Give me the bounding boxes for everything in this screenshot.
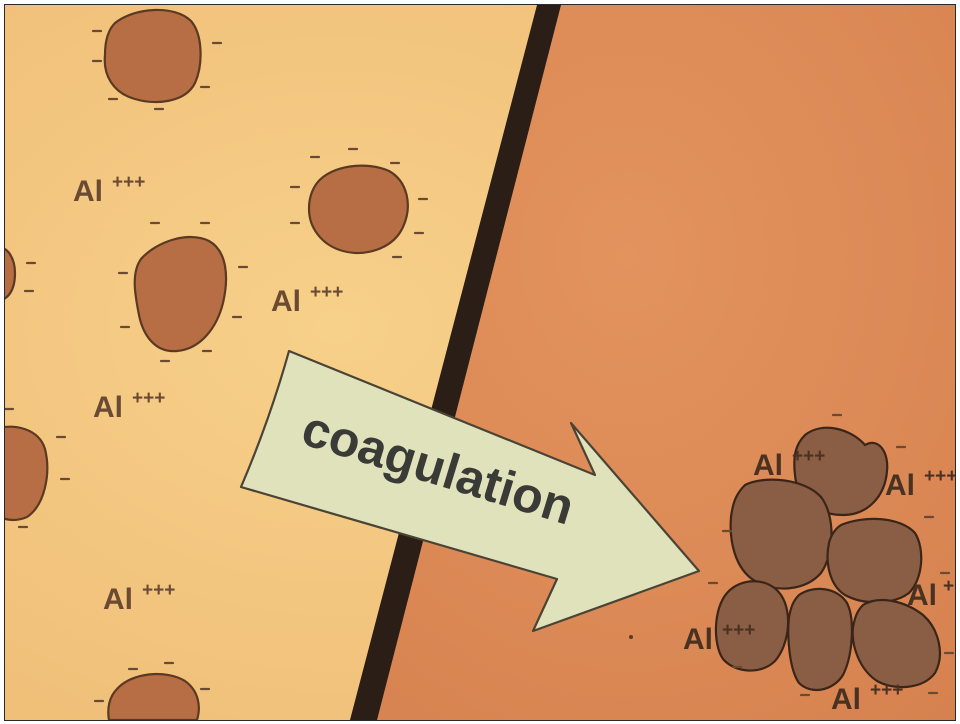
coagulation-diagram: Al +++ Al +++ Al +++ Al +++ coagulation … bbox=[4, 4, 956, 721]
svg-text:Al: Al bbox=[73, 175, 103, 208]
diagram-canvas: Al +++ Al +++ Al +++ Al +++ coagulation … bbox=[5, 5, 955, 720]
svg-text:Al: Al bbox=[885, 469, 915, 502]
svg-text:+++: +++ bbox=[132, 388, 165, 409]
svg-text:Al: Al bbox=[93, 391, 123, 424]
svg-text:+++: +++ bbox=[310, 282, 343, 303]
svg-text:Al: Al bbox=[753, 449, 783, 482]
speck bbox=[629, 635, 633, 639]
svg-text:+++: +++ bbox=[870, 680, 903, 701]
svg-text:+++: +++ bbox=[142, 580, 175, 601]
svg-text:Al: Al bbox=[683, 623, 713, 656]
svg-text:Al: Al bbox=[103, 583, 133, 616]
svg-text:+++: +++ bbox=[112, 172, 145, 193]
svg-text:+++: +++ bbox=[722, 620, 755, 641]
svg-text:+++: +++ bbox=[924, 466, 955, 487]
svg-text:Al: Al bbox=[831, 683, 861, 716]
svg-text:Al: Al bbox=[907, 579, 937, 612]
svg-text:+++: +++ bbox=[943, 576, 955, 597]
svg-text:+++: +++ bbox=[792, 446, 825, 467]
svg-text:Al: Al bbox=[271, 285, 301, 318]
